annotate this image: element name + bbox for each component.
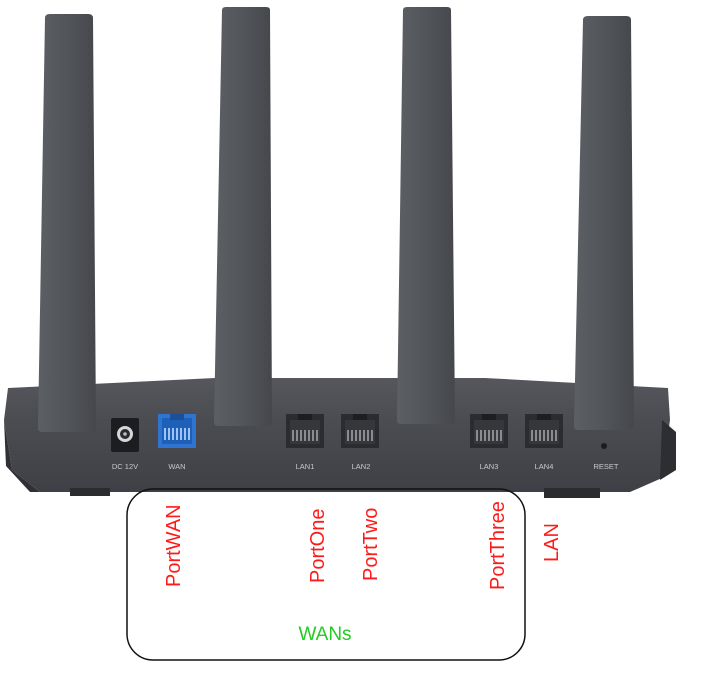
port-labels: DC 12V WAN LAN1 LAN2 LAN3 LAN4 RESET [112,462,619,471]
antenna-1 [38,14,96,432]
label-lan3: LAN3 [480,462,499,471]
router-body [4,378,676,498]
port-annotations: PortWAN PortOne PortTwo PortThree LAN [163,501,563,590]
label-dc: DC 12V [112,462,138,471]
antenna-3 [397,7,455,424]
label-reset: RESET [593,462,618,471]
label-lan2: LAN2 [352,462,371,471]
dc-power-jack-icon [111,418,139,452]
lan4-port[interactable] [525,414,563,448]
annotation-port-one: PortOne [307,509,329,583]
lan3-port[interactable] [470,414,508,448]
annotation-lan: LAN [541,523,563,562]
antenna-4 [574,16,634,430]
label-lan1: LAN1 [296,462,315,471]
annotation-wans-label: WANs [298,624,351,645]
lan-ports [286,414,563,448]
lan1-port[interactable] [286,414,324,448]
lan2-port[interactable] [341,414,379,448]
reset-pinhole-icon[interactable] [601,443,607,449]
annotation-port-three: PortThree [487,501,509,590]
wan-port[interactable] [158,414,196,448]
wans-group-bracket [126,488,526,661]
annotation-port-wan: PortWAN [163,504,185,587]
antenna-2 [214,7,272,426]
label-lan4: LAN4 [535,462,554,471]
annotation-port-two: PortTwo [360,508,382,581]
label-wan: WAN [168,462,185,471]
